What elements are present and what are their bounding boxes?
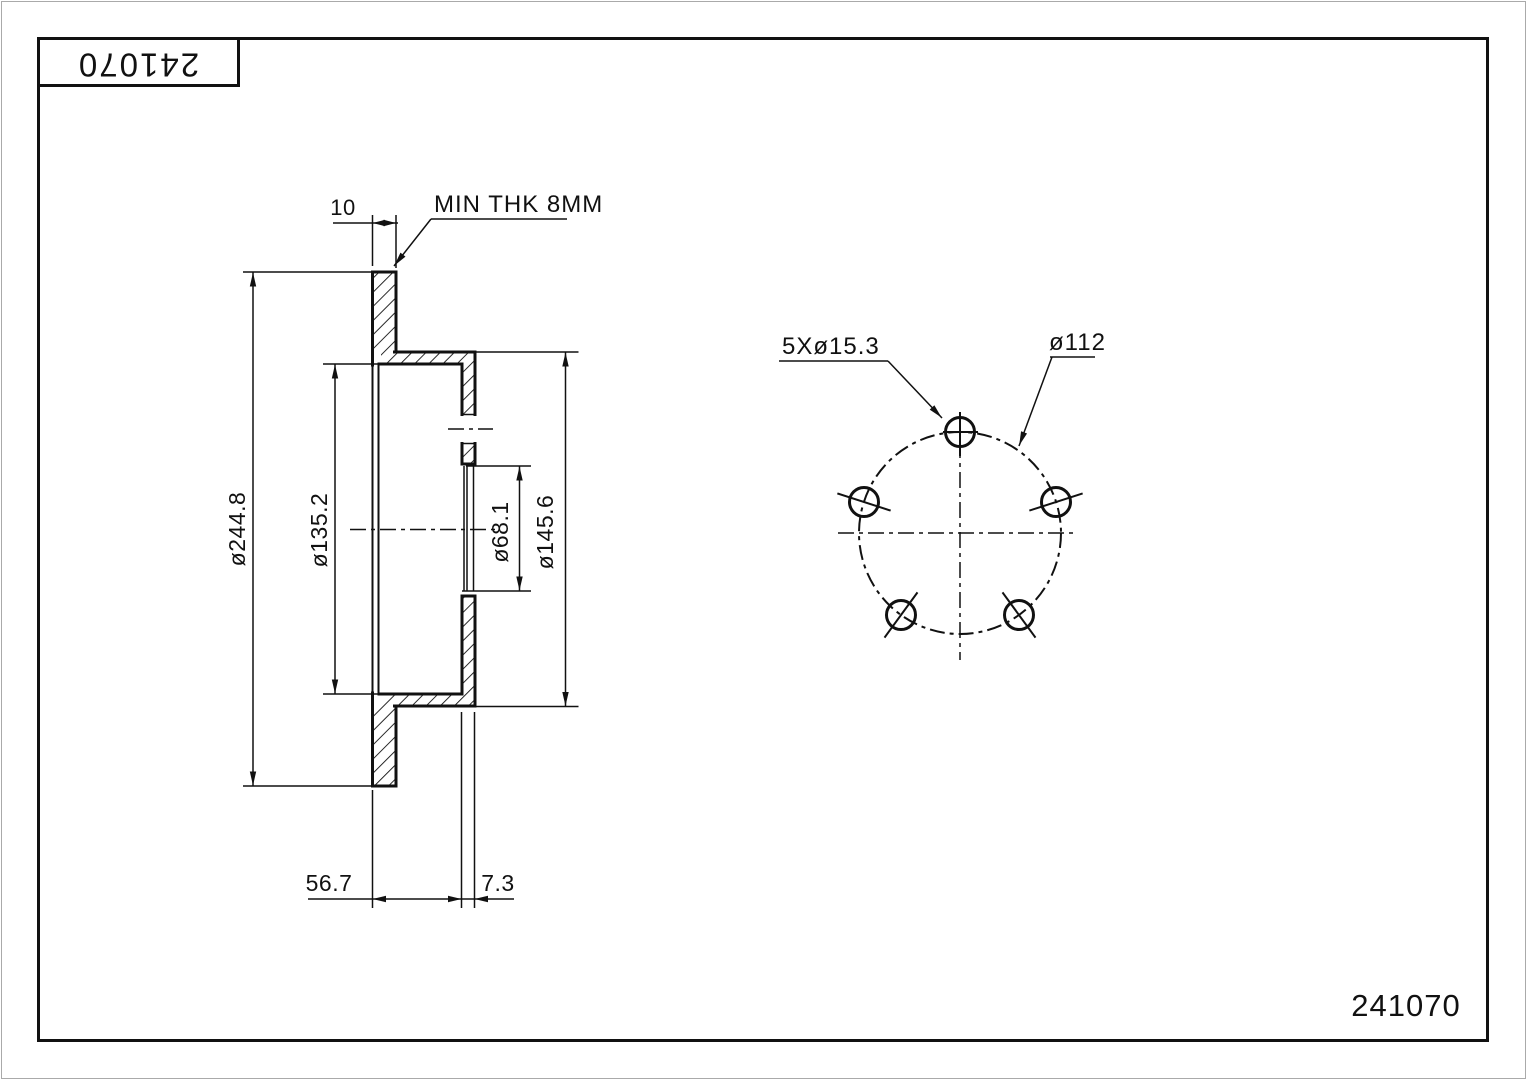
dim-disc-thickness: 10 xyxy=(330,195,398,268)
min-thickness-label: MIN THK 8MM xyxy=(434,191,603,218)
dim-height-group: 56.7 7.3 xyxy=(306,712,514,908)
drawing-frame xyxy=(37,37,1489,1042)
section-hatch xyxy=(372,272,475,786)
title-block-box xyxy=(37,37,240,87)
bolt-circle-label: ø112 xyxy=(1049,329,1106,356)
bolt-holes-label: 5Xø15.3 xyxy=(782,333,880,360)
dim-center-bore-label: ø68.1 xyxy=(487,501,513,562)
dim-center-bore: ø68.1 xyxy=(462,465,531,592)
dim-disc-thickness-label: 10 xyxy=(330,195,355,220)
bolt-hole-bottom-right xyxy=(1003,599,1035,631)
bolt-hole-right xyxy=(1040,486,1072,518)
min-thickness-note: MIN THK 8MM xyxy=(393,191,603,267)
title-block: 241070 xyxy=(37,37,240,87)
part-number: 241070 xyxy=(1351,988,1460,1023)
dim-overall-height-label: 56.7 xyxy=(306,870,353,896)
dim-outer-diameter-label: ø244.8 xyxy=(224,492,250,567)
bolt-holes xyxy=(837,412,1083,639)
title-block-part-number: 241070 xyxy=(77,46,199,83)
bolt-hole-left xyxy=(848,486,880,518)
bolt-hole-bottom-left xyxy=(885,599,917,631)
bolt-pattern-view: 5Xø15.3 ø112 xyxy=(779,329,1106,660)
dim-hub-diameter-label: ø145.6 xyxy=(532,495,558,570)
label-bolt-holes: 5Xø15.3 xyxy=(779,333,943,419)
dim-hat-inner-diameter: ø135.2 xyxy=(306,363,379,695)
dim-flange-thickness-label: 7.3 xyxy=(481,870,514,896)
label-bolt-circle: ø112 xyxy=(1018,329,1106,447)
dim-hub-diameter: ø145.6 xyxy=(475,351,579,708)
section-view: 10 MIN THK 8MM ø244.8 ø135.2 ø68.1 xyxy=(224,191,603,908)
dim-outer-diameter: ø244.8 xyxy=(224,271,373,787)
dim-hat-inner-diameter-label: ø135.2 xyxy=(306,493,332,568)
